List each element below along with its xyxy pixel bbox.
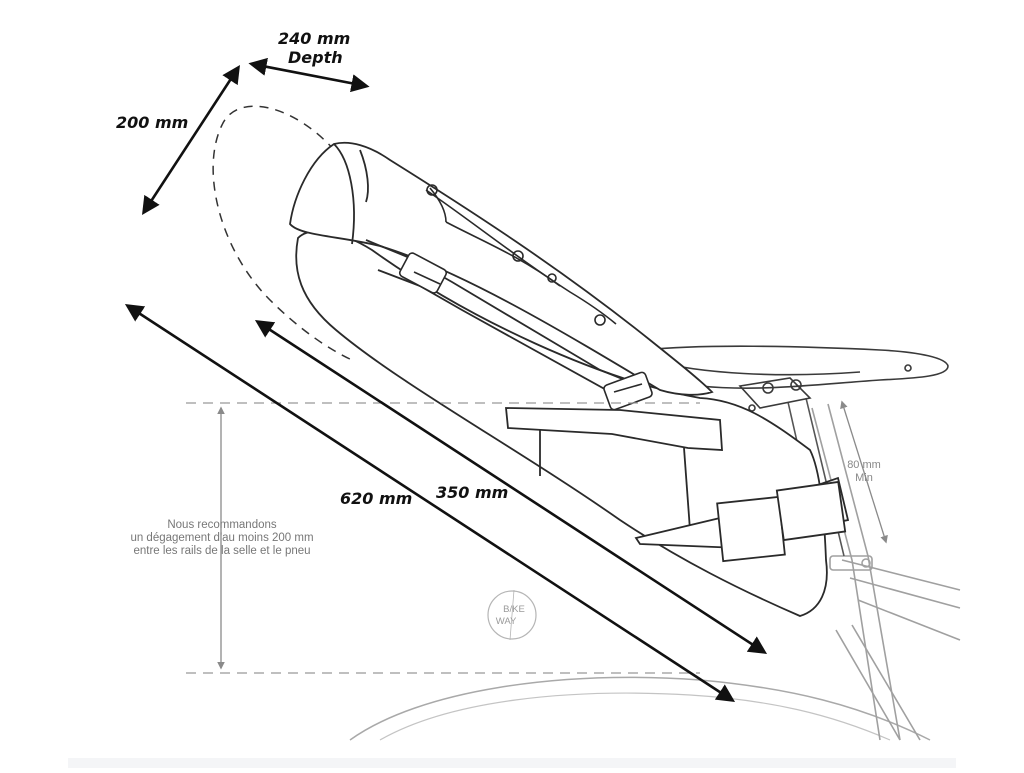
logo-text-bottom: WAY: [496, 616, 517, 627]
recommendation-line-2: un dégagement d'au moins 200 mm: [130, 532, 313, 544]
rail-clearance-min: Min: [855, 472, 873, 484]
depth-value-label: 240 mm: [278, 29, 350, 48]
depth-arrow: [248, 57, 370, 93]
rear-wheel-outer: [349, 676, 931, 741]
bottom-strip: [68, 758, 956, 768]
depth-word-label: Depth: [288, 48, 343, 67]
rear-wheel-inner: [379, 692, 891, 741]
rail-clearance-value: 80 mm: [847, 459, 881, 471]
recommendation-line-1: Nous recommandons: [167, 519, 277, 531]
height-label: 200 mm: [116, 113, 188, 132]
saddle-bag: [289, 141, 850, 617]
bag-length-arrow: [254, 320, 768, 654]
bikeway-logo: B/KE WAY: [487, 589, 537, 641]
logo-text-top: B/KE: [503, 604, 525, 615]
bag-length-label: 350 mm: [436, 483, 508, 502]
rail-clearance-arrow: [840, 400, 888, 544]
bike-frame: [811, 403, 961, 741]
recommendation-line-3: entre les rails de la selle et le pneu: [133, 545, 310, 557]
total-length-label: 620 mm: [340, 489, 412, 508]
height-arrow: [142, 64, 240, 216]
